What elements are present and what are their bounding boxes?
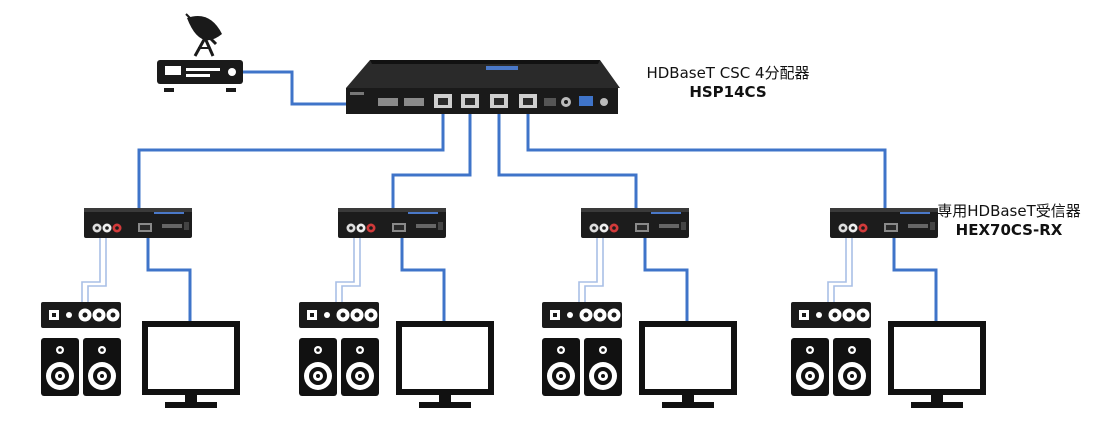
- hdbaset-receiver-icon: [84, 208, 192, 238]
- speaker-pair-icon: [299, 338, 379, 396]
- tv-monitor-icon: [399, 324, 491, 408]
- cable-splitter-to-rx3: [497, 112, 638, 210]
- receiver-name: 専用HDBaseT受信器: [937, 202, 1081, 220]
- hdbaset-receiver-icon: [338, 208, 446, 238]
- cable-source-to-splitter: [230, 70, 366, 106]
- tv-monitor-icon: [145, 324, 237, 408]
- cable-splitter-to-rx2: [391, 112, 472, 210]
- splitter-model: HSP14CS: [689, 83, 767, 101]
- tv-monitor-icon: [891, 324, 983, 408]
- splitter-label: HDBaseT CSC 4分配器 HSP14CS: [608, 64, 848, 102]
- cable-splitter-to-rx4: [526, 112, 887, 210]
- hdbaset-receiver-icon: [581, 208, 689, 238]
- audio-cables: [81, 238, 853, 302]
- amplifier-icon: [791, 302, 871, 328]
- speaker-pair-icon: [542, 338, 622, 396]
- splitter-name: HDBaseT CSC 4分配器: [646, 64, 810, 82]
- hdbaset-cables: [137, 70, 887, 210]
- receiver-model: HEX70CS-RX: [955, 221, 1063, 239]
- tv-monitor-icon: [642, 324, 734, 408]
- hdbaset-splitter-icon: [346, 60, 620, 114]
- amplifier-icon: [542, 302, 622, 328]
- speaker-pair-icon: [41, 338, 121, 396]
- amplifier-icon: [41, 302, 121, 328]
- hdmi-cables: [146, 238, 938, 324]
- amplifier-icon: [299, 302, 379, 328]
- cable-splitter-to-rx1: [137, 112, 445, 210]
- satellite-dish-icon: [185, 13, 222, 57]
- receiver-label: 専用HDBaseT受信器 HEX70CS-RX: [904, 202, 1114, 240]
- speaker-pair-icon: [791, 338, 871, 396]
- satellite-receiver-icon: [157, 13, 243, 92]
